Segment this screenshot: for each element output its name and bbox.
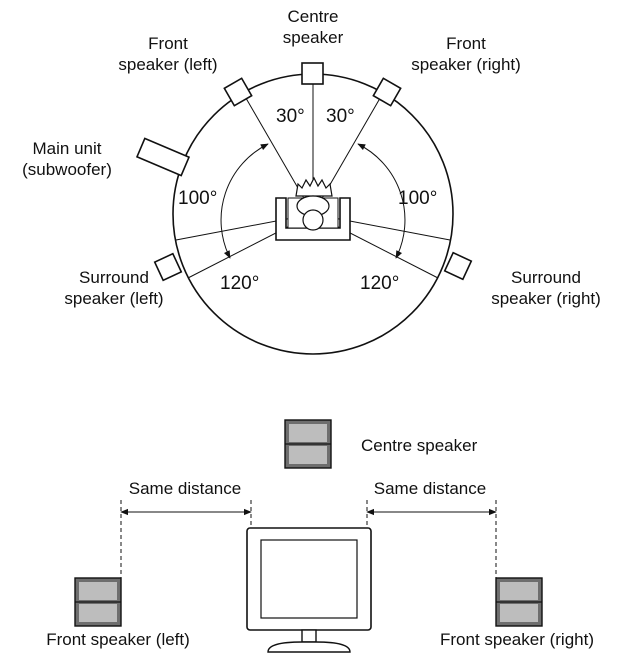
angle-label-rear-left: 120°	[220, 273, 259, 294]
centre-speaker-caption: Centre speaker	[361, 436, 478, 455]
angle-label-rear-right: 120°	[360, 273, 399, 294]
listener-icon	[295, 176, 333, 231]
main-unit-box	[135, 137, 191, 177]
same-distance-left-label: Same distance	[129, 479, 241, 498]
angle-label-front-left: 30°	[276, 106, 305, 127]
front-left-caption: Front speaker (left)	[46, 630, 190, 649]
surround-left-speaker-box	[153, 252, 183, 282]
front-left-speaker-box	[223, 77, 253, 107]
main-unit-label: Main unit(subwoofer)	[22, 139, 112, 179]
centre-speaker-icon	[284, 419, 332, 469]
tv-monitor-icon	[246, 527, 372, 653]
angle-label-front-right: 30°	[326, 106, 355, 127]
angle-arc-right	[357, 143, 406, 259]
front-right-speaker-box	[372, 77, 402, 107]
front-view-layout: Centre speaker Same distance Same distan…	[46, 419, 594, 653]
front-right-caption: Front speaker (right)	[440, 630, 594, 649]
angle-label-side-left: 100°	[178, 188, 217, 209]
angle-label-side-right: 100°	[398, 188, 437, 209]
centre-speaker-box	[301, 62, 324, 85]
same-distance-right-label: Same distance	[374, 479, 486, 498]
surround-right-speaker-box	[443, 251, 473, 281]
front-left-speaker-icon	[74, 577, 122, 627]
angle-arc-left	[220, 143, 269, 259]
front-right-speaker-icon	[495, 577, 543, 627]
